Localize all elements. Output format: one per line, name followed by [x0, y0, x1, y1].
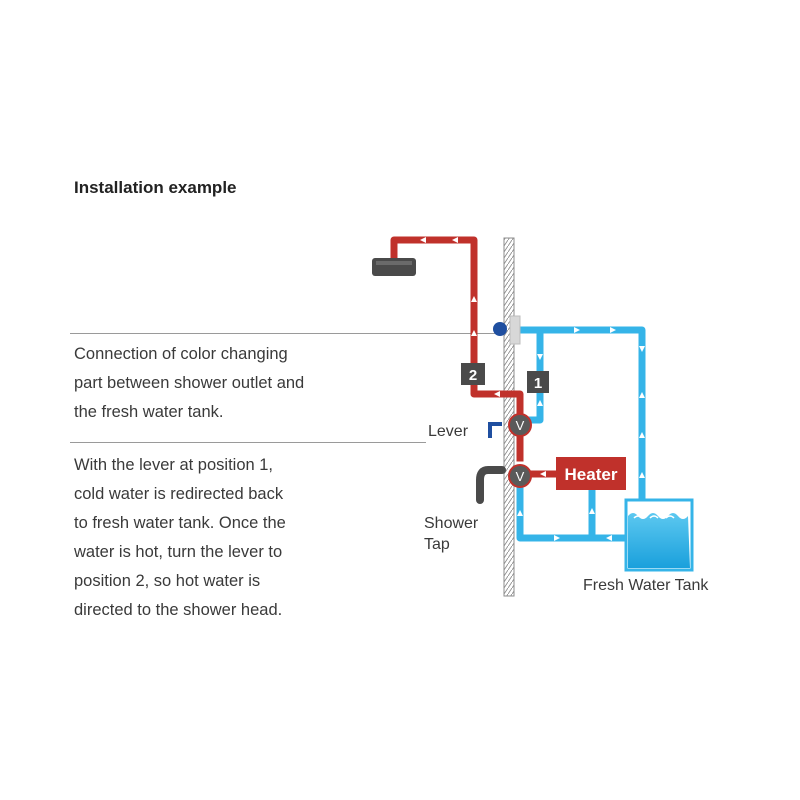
description-connection: Connection of color changing part betwee…	[74, 340, 374, 427]
valve-lower	[508, 464, 532, 488]
shower-tap-label-line: Shower	[424, 515, 479, 532]
valve-upper-label: V	[516, 418, 525, 433]
description-connection-line: Connection of color changing	[74, 345, 288, 363]
lever-icon	[488, 422, 502, 438]
fresh-water-tank-label: Fresh Water Tank	[583, 577, 709, 594]
valve-upper	[508, 413, 532, 437]
lever-label: Lever	[428, 423, 469, 440]
hot-water-pipes	[390, 236, 560, 478]
description-lever-line: position 2, so hot water is	[74, 572, 261, 590]
diagram-title: Installation example	[74, 178, 237, 197]
wall-fitting-icon	[493, 315, 521, 345]
valve-lower-label: V	[516, 469, 525, 484]
description-connection-line: part between shower outlet and	[74, 374, 305, 392]
divider-middle	[70, 442, 426, 443]
description-lever-line: to fresh water tank. Once the	[74, 514, 286, 532]
description-lever-line: cold water is redirected back	[74, 485, 284, 503]
description-lever-line: water is hot, turn the lever to	[74, 543, 283, 561]
heater-label: Heater	[565, 465, 618, 484]
hot-flow-arrows	[420, 237, 546, 477]
fresh-water-tank-icon	[624, 498, 694, 572]
cold-flow-arrows	[517, 327, 645, 541]
shower-tap-label-line: Tap	[424, 536, 450, 553]
description-lever: With the lever at position 1, cold water…	[74, 451, 374, 625]
cold-water-pipes	[516, 326, 646, 542]
divider-top	[70, 333, 500, 334]
description-lever-line: directed to the shower head.	[74, 601, 283, 619]
shower-head-icon	[372, 258, 416, 320]
position-1-label: 1	[534, 375, 542, 392]
position-2-badge	[461, 363, 485, 385]
description-connection-line: the fresh water tank.	[74, 403, 224, 421]
shower-tap-label: Shower Tap	[424, 513, 478, 555]
shower-tap-icon	[476, 466, 506, 504]
position-1-badge	[527, 371, 549, 393]
description-lever-line: With the lever at position 1,	[74, 456, 274, 474]
position-2-label: 2	[469, 367, 477, 384]
heater-box	[556, 457, 626, 490]
